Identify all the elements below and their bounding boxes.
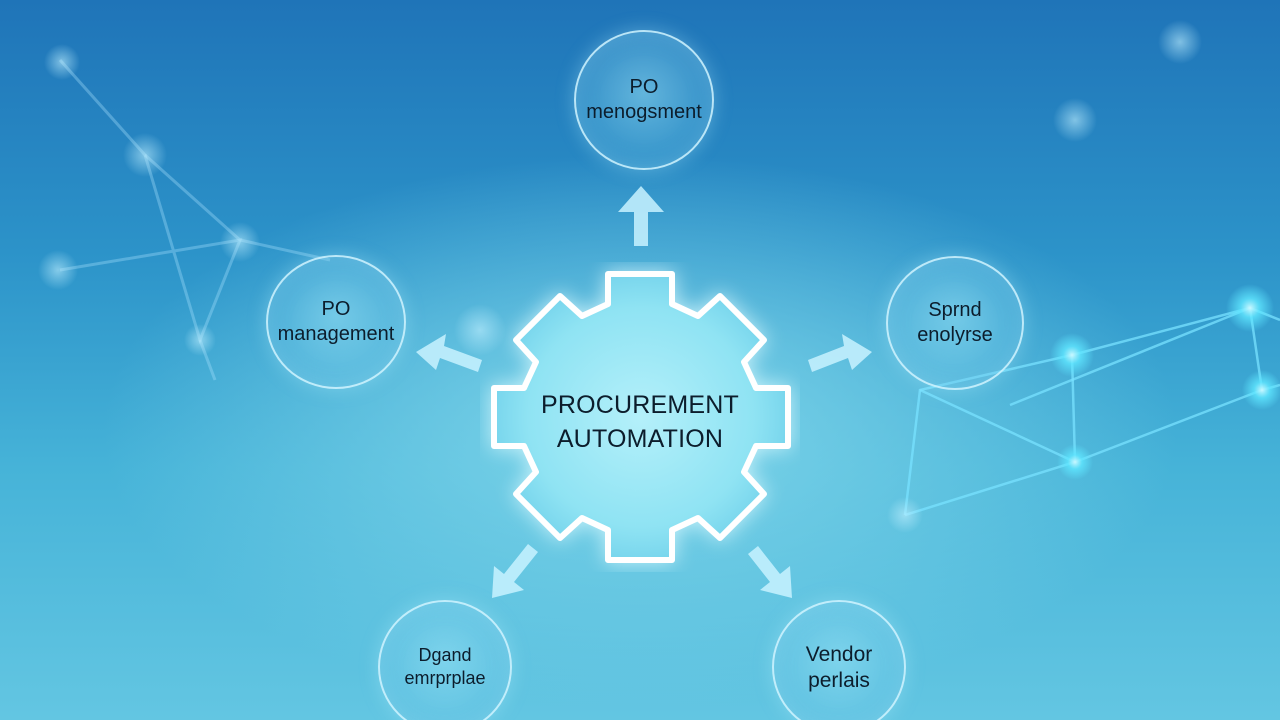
node-po-management-top: PO menogsment bbox=[574, 30, 714, 170]
node-po-management-left: PO management bbox=[266, 255, 406, 389]
node-label-line2: perlais bbox=[808, 669, 870, 693]
network-node bbox=[44, 44, 80, 80]
network-node bbox=[1053, 98, 1097, 142]
node-label-line1: Sprnd bbox=[928, 299, 982, 321]
network-node bbox=[38, 250, 78, 290]
network-node bbox=[123, 133, 167, 177]
center-title: PROCUREMENT AUTOMATION bbox=[490, 388, 790, 456]
network-node bbox=[1242, 370, 1280, 410]
node-label-line1: Dgand bbox=[418, 645, 472, 665]
right-network-lines bbox=[903, 306, 1280, 517]
network-node bbox=[1050, 333, 1094, 377]
network-node bbox=[184, 324, 216, 356]
network-node bbox=[1057, 444, 1093, 480]
node-bottom-left: Dgand emrprplae bbox=[378, 600, 512, 720]
node-label-line1: PO bbox=[321, 298, 351, 320]
node-label-line1: PO bbox=[629, 76, 659, 98]
gear-icon bbox=[491, 271, 791, 563]
network-node bbox=[220, 222, 260, 262]
center-title-line1: PROCUREMENT bbox=[540, 391, 740, 419]
node-label-line2: menogsment bbox=[586, 101, 702, 123]
node-label-line1: Vendor bbox=[805, 643, 873, 666]
center-title-line2: AUTOMATION bbox=[556, 425, 724, 453]
node-vendor-portals: Vendor perlais bbox=[772, 600, 906, 720]
node-label-line2: management bbox=[277, 323, 395, 345]
node-label-line2: emrprplae bbox=[404, 667, 486, 688]
node-spend-analysis: Sprnd enolyrse bbox=[886, 256, 1024, 390]
network-node bbox=[1226, 284, 1274, 332]
network-node bbox=[887, 497, 923, 533]
node-label-line2: enolyrse bbox=[917, 324, 993, 346]
network-node bbox=[1158, 20, 1202, 64]
